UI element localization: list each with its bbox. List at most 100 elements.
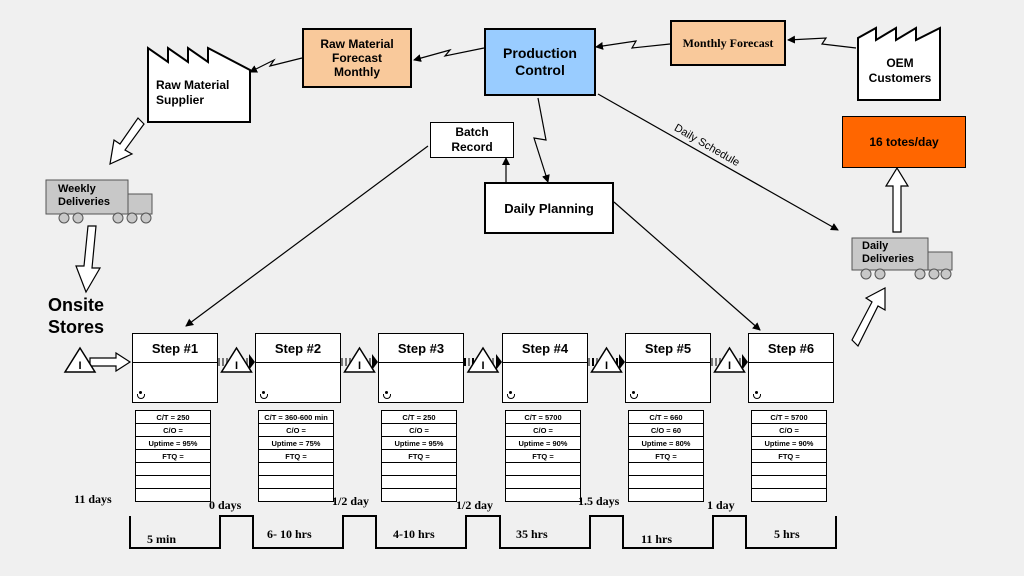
- step-body: [378, 363, 464, 403]
- weekly-deliveries-truck-icon: [45, 179, 153, 224]
- blank-row: [259, 463, 333, 476]
- changeover: C/O = 60: [629, 424, 703, 437]
- changeover: C/O =: [136, 424, 210, 437]
- step-body: [748, 363, 834, 403]
- step-title: Step #1: [132, 333, 218, 363]
- step-body: [132, 363, 218, 403]
- changeover: C/O =: [752, 424, 826, 437]
- inventory-triangle-icon: I: [220, 346, 253, 373]
- step-title: Step #6: [748, 333, 834, 363]
- cycle-time: C/T = 250: [136, 411, 210, 424]
- totes-per-day-box: 16 totes/day: [842, 116, 966, 168]
- inventory-symbol: I: [605, 360, 608, 372]
- supplier-to-truck-shipment-arrow: [109, 117, 145, 166]
- changeover: C/O =: [259, 424, 333, 437]
- step6-to-truck-shipment-arrow: [851, 287, 886, 348]
- daily-deliveries-truck-icon: [851, 237, 953, 280]
- blank-row: [382, 463, 456, 476]
- cycle-time: C/T = 660: [629, 411, 703, 424]
- wait-time-label: 1.5 days: [578, 494, 620, 508]
- inventory-triangle-icon: I: [590, 346, 623, 373]
- cycle-time: C/T = 360-600 min: [259, 411, 333, 424]
- blank-row: [259, 476, 333, 489]
- uptime: Uptime = 90%: [752, 437, 826, 450]
- blank-row: [382, 476, 456, 489]
- inventory-symbol: I: [78, 360, 81, 372]
- blank-row: [506, 489, 580, 501]
- timeline-ladder: [129, 515, 837, 549]
- inventory-triangle-icon: I: [466, 346, 500, 373]
- blank-row: [506, 463, 580, 476]
- blank-row: [629, 463, 703, 476]
- step-body: [625, 363, 711, 403]
- first-time-quality: FTQ =: [629, 450, 703, 463]
- blank-row: [259, 489, 333, 501]
- wait-time-label: 11 days: [74, 492, 112, 506]
- onsite-stores-label: Onsite Stores: [48, 295, 105, 337]
- truck-to-stores-shipment-arrow: [75, 225, 102, 294]
- electronic-info-monthly-to-control: [595, 40, 671, 50]
- process-step-5: Step #5: [625, 333, 711, 403]
- daily-deliveries-label: Daily Deliveries: [862, 240, 914, 265]
- process-step-4: Step #4: [502, 333, 588, 403]
- daily-planning-box: Daily Planning: [484, 182, 614, 234]
- raw-material-supplier-factory-icon: [147, 46, 251, 123]
- stores-push-arrow: [89, 351, 132, 373]
- cycle-time: C/T = 250: [382, 411, 456, 424]
- operator-icon: [137, 391, 145, 399]
- inventory-triangle-icon: I: [63, 346, 97, 373]
- process-step-3: Step #3: [378, 333, 464, 403]
- truck-up-shipment-arrow: [884, 166, 910, 233]
- production-control-box: Production Control: [484, 28, 596, 96]
- monthly-forecast-box: Monthly Forecast: [670, 20, 786, 66]
- blank-row: [136, 476, 210, 489]
- blank-row: [136, 463, 210, 476]
- process-step-1: Step #1: [132, 333, 218, 403]
- weekly-deliveries-label: Weekly Deliveries: [58, 183, 110, 208]
- changeover: C/O =: [382, 424, 456, 437]
- blank-row: [506, 476, 580, 489]
- first-time-quality: FTQ =: [382, 450, 456, 463]
- step-title: Step #3: [378, 333, 464, 363]
- process-time-label: 35 hrs: [516, 527, 548, 541]
- operator-icon: [507, 391, 515, 399]
- cycle-time: C/T = 5700: [506, 411, 580, 424]
- daily-schedule-arrow: [597, 93, 839, 231]
- first-time-quality: FTQ =: [752, 450, 826, 463]
- first-time-quality: FTQ =: [506, 450, 580, 463]
- operator-icon: [753, 391, 761, 399]
- inventory-triangle-icon: I: [343, 346, 376, 373]
- wait-time-label: 1/2 day: [332, 494, 370, 508]
- first-time-quality: FTQ =: [259, 450, 333, 463]
- process-step-2: Step #2: [255, 333, 341, 403]
- uptime: Uptime = 95%: [136, 437, 210, 450]
- step-title: Step #2: [255, 333, 341, 363]
- process-time-label: 6- 10 hrs: [267, 527, 312, 541]
- uptime: Uptime = 75%: [259, 437, 333, 450]
- raw-material-forecast-box: Raw Material Forecast Monthly: [302, 28, 412, 88]
- inventory-triangle-icon: I: [713, 346, 746, 373]
- changeover: C/O =: [506, 424, 580, 437]
- step-body: [255, 363, 341, 403]
- process-time-label: 11 hrs: [641, 532, 673, 546]
- batch-record-to-step1-arrow: [185, 145, 429, 327]
- raw-material-supplier-label: Raw Material Supplier: [156, 78, 230, 107]
- operator-icon: [260, 391, 268, 399]
- oem-customers-label: OEM Customers: [868, 56, 932, 85]
- step-body: [502, 363, 588, 403]
- oem-customers-factory-icon: [857, 26, 941, 101]
- inventory-symbol: I: [481, 360, 484, 372]
- operator-icon: [383, 391, 391, 399]
- operator-icon: [630, 391, 638, 399]
- step-title: Step #5: [625, 333, 711, 363]
- blank-row: [752, 489, 826, 501]
- blank-row: [136, 489, 210, 501]
- wait-time-label: 1 day: [707, 498, 735, 512]
- electronic-info-forecast-to-supplier: [249, 57, 303, 73]
